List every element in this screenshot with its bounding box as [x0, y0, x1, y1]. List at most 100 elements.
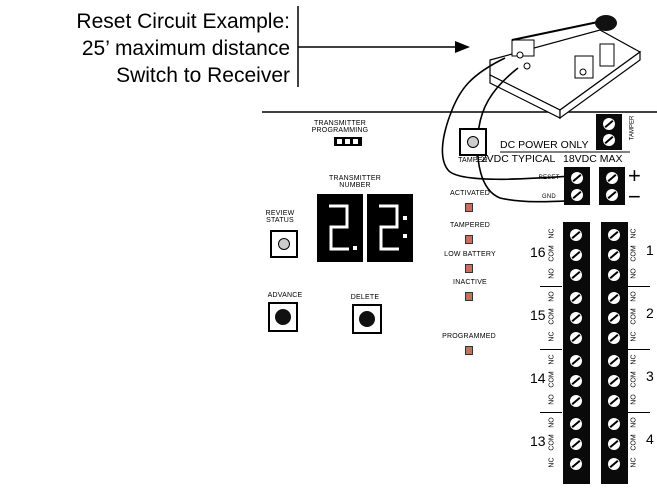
relay-zone-number: 1: [646, 242, 654, 258]
relay-pin-label: NO: [630, 268, 638, 279]
relay-screw: [608, 312, 620, 324]
relay-screw: [608, 418, 620, 430]
reset-label: RESET: [538, 175, 560, 181]
relay-screw: [608, 438, 620, 450]
tamper-terminal-label: TAMPER: [629, 115, 636, 141]
review-status-label: REVIEW STATUS: [265, 210, 295, 224]
relay-pin-label: NO: [630, 417, 638, 428]
vdc-max-label: 18VDC MAX: [563, 153, 623, 165]
relay-screw: [570, 375, 582, 387]
relay-pin-label: NC: [548, 354, 556, 365]
relay-pin-label: COM: [548, 434, 556, 451]
relay-screw: [608, 249, 620, 261]
relay-pin-label: COM: [630, 434, 638, 451]
relay-pin-label: NO: [548, 291, 556, 302]
relay-screw: [608, 395, 620, 407]
tampered-led: [465, 235, 473, 244]
minus-label: −: [628, 184, 641, 209]
relay-screw: [608, 292, 620, 304]
relay-screw: [570, 292, 582, 304]
callout-line-1: Reset Circuit Example:: [76, 10, 290, 33]
relay-pin-label: NO: [548, 268, 556, 279]
vdc-typical-label: 12VDC TYPICAL: [475, 153, 556, 165]
programming-header[interactable]: [334, 137, 362, 146]
callout-text: Reset Circuit Example: 25’ maximum dista…: [8, 8, 290, 89]
relay-zone-number: 2: [646, 305, 654, 321]
advance-label: ADVANCE: [267, 292, 303, 299]
relay-separator: [628, 286, 650, 287]
relay-pin-label: NC: [548, 331, 556, 342]
digit-display-2: [367, 194, 413, 262]
wire-gnd: [476, 67, 589, 203]
relay-screw: [570, 332, 582, 344]
relay-pin-label: COM: [630, 308, 638, 325]
review-status-button[interactable]: [270, 230, 298, 258]
inactive-label: INACTIVE: [453, 279, 487, 286]
relay-zone-number: 4: [646, 431, 654, 447]
relay-pin-label: NO: [630, 394, 638, 405]
relay-screw: [570, 312, 582, 324]
relay-screw: [608, 375, 620, 387]
activated-led: [465, 203, 473, 212]
programmed-label: PROGRAMMED: [442, 333, 496, 340]
relay-pin-label: COM: [630, 245, 638, 262]
reset-terminal-block: [564, 167, 590, 205]
transmitter-number-label: TRANSMITTER NUMBER: [329, 175, 381, 189]
relay-pin-label: NC: [630, 331, 638, 342]
tampered-label: TAMPERED: [450, 222, 490, 229]
power-terminal-block: [599, 167, 625, 205]
relay-screw: [570, 418, 582, 430]
transmitter-programming-label: TRANSMITTER PROGRAMMING: [311, 120, 369, 134]
digit-display-1: [317, 194, 363, 262]
callout-arrow-head: [455, 41, 470, 53]
relay-screw: [570, 269, 582, 281]
relay-pin-label: NC: [548, 228, 556, 239]
relay-zone-number: 15: [530, 307, 546, 323]
relay-zone-number: 16: [530, 244, 546, 260]
relay-screw: [570, 355, 582, 367]
wire-reset: [441, 57, 589, 181]
relay-screw: [608, 332, 620, 344]
relay-pin-label: NC: [630, 228, 638, 239]
delete-button[interactable]: [352, 304, 382, 334]
relay-separator: [540, 286, 562, 287]
relay-screw: [570, 229, 582, 241]
callout-line-3: Switch to Receiver: [116, 64, 290, 87]
relay-pin-label: NC: [548, 457, 556, 468]
relay-screw: [570, 438, 582, 450]
relay-zone-number: 14: [530, 370, 546, 386]
relay-screw: [570, 249, 582, 261]
tamper-switch[interactable]: [459, 128, 487, 156]
relay-separator: [540, 349, 562, 350]
inactive-led: [465, 292, 473, 301]
low-battery-led: [465, 264, 473, 273]
activated-label: ACTIVATED: [449, 190, 491, 197]
low-battery-label: LOW BATTERY: [444, 251, 496, 258]
plus-label: +: [628, 163, 641, 188]
programmed-led: [465, 346, 473, 355]
relay-separator: [628, 349, 650, 350]
tamper-label: TAMPER: [458, 157, 488, 164]
relay-pin-label: COM: [548, 308, 556, 325]
relay-screw: [608, 458, 620, 470]
reset-switch-illustration: [489, 15, 642, 120]
delete-label: DELETE: [350, 294, 380, 301]
relay-screw: [570, 458, 582, 470]
advance-button[interactable]: [268, 302, 298, 332]
relay-pin-label: NC: [630, 457, 638, 468]
relay-zone-number: 3: [646, 368, 654, 384]
relay-pin-label: COM: [548, 245, 556, 262]
relay-screw: [570, 395, 582, 407]
relay-separator: [628, 412, 650, 413]
relay-separator: [540, 412, 562, 413]
relay-pin-label: NO: [548, 394, 556, 405]
tamper-terminal-block: [596, 114, 622, 150]
relay-screw: [608, 229, 620, 241]
relay-screw: [608, 269, 620, 281]
relay-pin-label: NO: [548, 417, 556, 428]
relay-screw: [608, 355, 620, 367]
relay-zone-number: 13: [530, 433, 546, 449]
dc-power-only-label: DC POWER ONLY: [500, 139, 589, 151]
relay-pin-label: COM: [548, 371, 556, 388]
